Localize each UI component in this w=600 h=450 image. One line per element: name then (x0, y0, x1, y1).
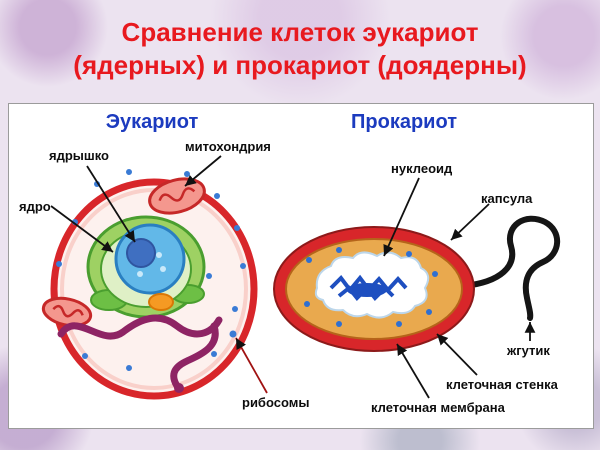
heading-prokaryote: Прокариот (351, 111, 457, 133)
cells-diagram (41, 155, 561, 400)
flagellum-shape (461, 215, 561, 321)
diagram-panel: Эукариот Прокариот ядрышко митохондрия я… (8, 103, 594, 429)
label-mitochondria: митохондрия (185, 139, 271, 154)
leader-lines (50, 155, 536, 399)
label-nucleolus: ядрышко (49, 148, 109, 163)
dna-scribble-shape (329, 274, 408, 301)
slide-title-line2: (ядерных) и прокариот (доядерны) (73, 49, 527, 80)
label-cell-membrane: клеточная мембрана (371, 400, 505, 415)
label-nucleus: ядро (19, 199, 51, 214)
label-cell-wall: клеточная стенка (446, 377, 558, 392)
nucleolus-shape (126, 238, 156, 268)
heading-eukaryote: Эукариот (105, 111, 199, 133)
prokaryote-cell-drawing (273, 215, 561, 352)
pointer-line-cell-membrane (396, 343, 430, 399)
label-nucleoid: нуклеоид (391, 161, 453, 176)
golgi-shape (57, 314, 223, 393)
prokaryote-ribosome-dots (304, 247, 438, 327)
label-capsule: капсула (481, 191, 533, 206)
pointer-line-mitochondria (184, 155, 222, 187)
pointer-line-nucleoid (383, 177, 420, 257)
mitochondrion-top-shape (148, 177, 206, 215)
slide-title: Сравнение клеток эукариот (ядерных) и пр… (0, 16, 600, 81)
pointer-line-ribosomes (235, 337, 268, 394)
eukaryote-cell-drawing (41, 169, 258, 400)
orange-organelle-shape (148, 293, 174, 311)
slide-title-line1: Сравнение клеток эукариот (121, 17, 479, 47)
pointer-line-capsule (450, 203, 490, 241)
pointer-line-cell-wall (436, 333, 478, 376)
mitochondrion-left-shape (41, 296, 93, 328)
pointer-line-nucleus (50, 205, 114, 253)
label-ribosomes: рибосомы (242, 395, 310, 410)
label-flagellum: жгутик (507, 343, 550, 358)
pointer-line-nucleolus (86, 165, 136, 243)
